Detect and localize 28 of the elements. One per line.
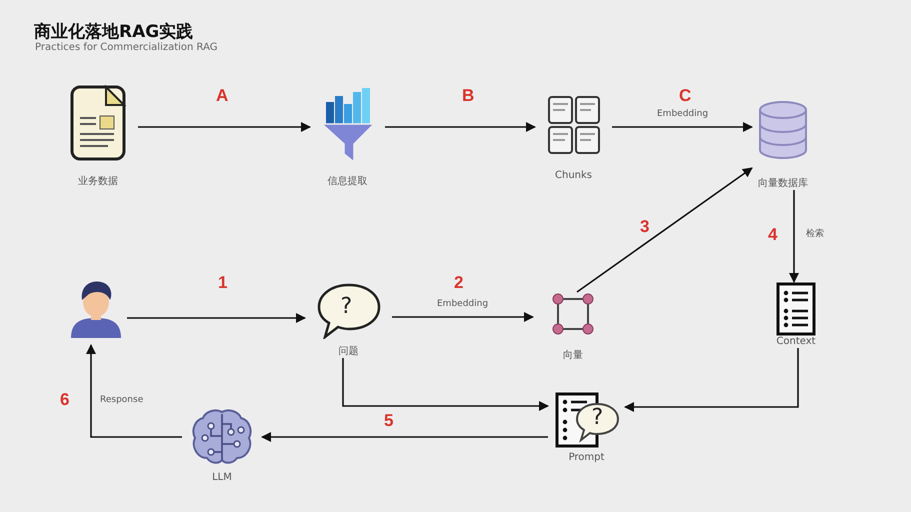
node-label: LLM: [211, 472, 233, 484]
node-label: 向量数据库: [757, 178, 809, 190]
arrow: [342, 358, 549, 411]
edge-note: Embedding: [657, 109, 708, 120]
arrow: [138, 122, 311, 132]
edge-note: Embedding: [437, 299, 488, 310]
arrow: [612, 122, 753, 132]
node-label: Chunks: [554, 170, 593, 182]
edge-note: 检索: [806, 229, 824, 240]
subtitle: Practices for Commercialization RAG: [35, 42, 218, 53]
node-label: 向量: [562, 350, 584, 362]
arrow: [127, 313, 306, 323]
arrow: [86, 344, 182, 438]
node-label: Context: [775, 336, 817, 348]
question-mark: ?: [592, 406, 604, 430]
node-label: Prompt: [568, 452, 606, 464]
node-label: 业务数据: [77, 176, 119, 188]
arrow: [392, 312, 534, 322]
arrow: [576, 167, 753, 293]
arrow: [789, 190, 799, 283]
node-label: 问题: [338, 346, 360, 358]
question-mark: ?: [340, 295, 352, 319]
arrow: [624, 348, 799, 412]
node-label: 信息提取: [326, 176, 368, 188]
arrow: [385, 122, 536, 132]
edge-note: Response: [100, 395, 144, 406]
title: 商业化落地RAG实践: [34, 21, 194, 42]
arrow: [261, 432, 548, 442]
